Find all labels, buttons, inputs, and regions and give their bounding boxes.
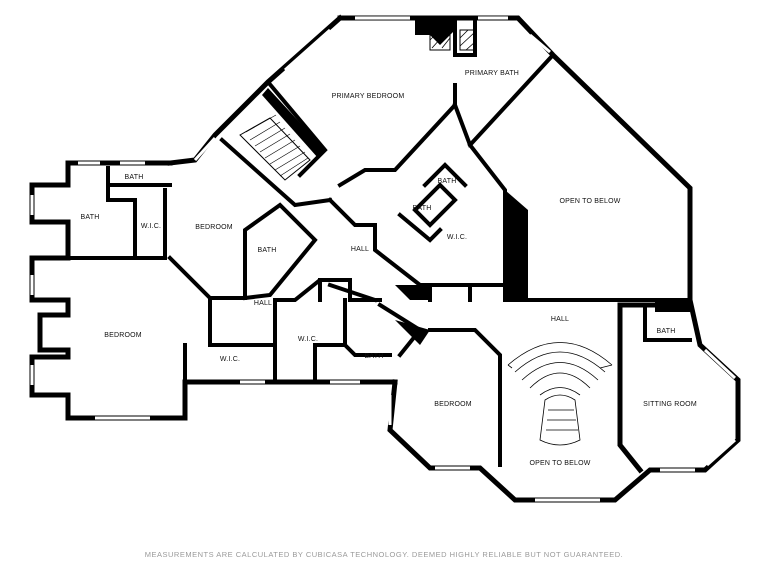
label-wic-lower-left: W.I.C. bbox=[220, 356, 240, 363]
label-bath-center: BATH bbox=[258, 247, 277, 254]
label-bath-far-right: BATH bbox=[657, 328, 676, 335]
fireplace-icon bbox=[429, 21, 476, 51]
label-hall-center: HALL bbox=[351, 246, 369, 253]
label-bath-top-left: BATH bbox=[125, 174, 144, 181]
label-primary-bath: PRIMARY BATH bbox=[465, 70, 519, 77]
label-hall-left: HALL bbox=[254, 300, 272, 307]
label-bedroom-bottom: BEDROOM bbox=[434, 401, 472, 408]
label-hall-right: HALL bbox=[551, 316, 569, 323]
label-bath-right-lower: BATH bbox=[413, 205, 432, 212]
label-open-to-below-bottom: OPEN TO BELOW bbox=[529, 460, 590, 467]
label-bath-lower-mid: BATH bbox=[365, 353, 384, 360]
label-bath-left: BATH bbox=[81, 214, 100, 221]
label-bedroom-left: BEDROOM bbox=[104, 332, 142, 339]
staircase-upper bbox=[239, 114, 311, 181]
label-open-to-below-top: OPEN TO BELOW bbox=[559, 198, 620, 205]
label-wic-right: W.I.C. bbox=[447, 234, 467, 241]
label-wic-left: W.I.C. bbox=[141, 223, 161, 230]
label-bedroom-center: BEDROOM bbox=[195, 224, 233, 231]
label-bath-right-upper: BATH bbox=[438, 178, 457, 185]
solid-wall-blocks bbox=[262, 18, 690, 345]
label-primary-bedroom: PRIMARY BEDROOM bbox=[332, 93, 405, 100]
interior-walls bbox=[66, 18, 692, 467]
windows bbox=[30, 16, 737, 502]
room-labels: PRIMARY BEDROOM PRIMARY BATH OPEN TO BEL… bbox=[81, 70, 697, 467]
curved-staircase bbox=[507, 342, 613, 446]
label-wic-lower-mid: W.I.C. bbox=[298, 336, 318, 343]
label-sitting-room: SITTING ROOM bbox=[643, 401, 697, 408]
disclaimer-text: MEASUREMENTS ARE CALCULATED BY CUBICASA … bbox=[144, 550, 624, 559]
